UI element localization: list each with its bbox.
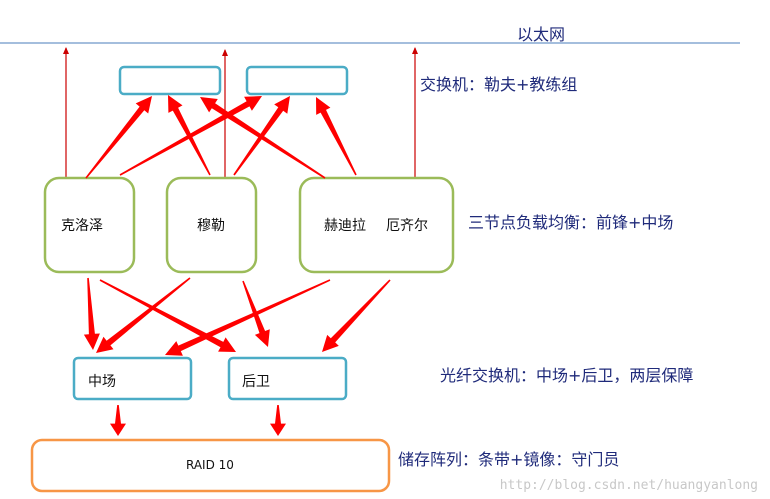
arrow-node3-to-fc1 — [165, 279, 331, 356]
watermark: http://blog.csdn.net/huangyanlong — [499, 478, 758, 493]
arrow-node3-to-switch2 — [316, 97, 357, 176]
server-node-1 — [43, 176, 136, 274]
arrow-node3-to-fc2 — [322, 279, 391, 352]
fc2-label: 后卫 — [242, 374, 270, 390]
label-node-layer: 三节点负载均衡：前锋+中场 — [468, 213, 674, 232]
server-node-2 — [165, 176, 258, 274]
fc-switch-box-1 — [72, 356, 193, 401]
node1-label: 克洛泽 — [61, 218, 103, 234]
arrow-node2-to-switch1 — [168, 95, 211, 176]
label-fiber-layer: 光纤交换机：中场+后卫，两层保障 — [440, 366, 694, 385]
node3a-label: 赫迪拉 — [324, 218, 366, 234]
fc1-label: 中场 — [88, 374, 116, 390]
arrow-fc2-to-storage — [270, 405, 286, 436]
arrow-node1-to-fc2 — [99, 279, 236, 352]
storage-label: RAID 10 — [186, 458, 234, 472]
switch-box-1 — [118, 65, 222, 96]
label-storage-layer: 储存阵列：条带+镜像：守门员 — [398, 450, 620, 469]
label-ethernet: 以太网 — [517, 25, 566, 44]
node2-label: 穆勒 — [197, 218, 225, 234]
fc-switch-box-2 — [227, 356, 348, 401]
node3b-label: 厄齐尔 — [386, 218, 428, 234]
arrow-node2-to-fc1 — [96, 277, 191, 353]
arrow-node3-to-switch1 — [200, 97, 326, 179]
arrow-fc1-to-storage — [110, 405, 126, 436]
connection-arrows — [83, 95, 391, 436]
switch-box-2 — [245, 65, 349, 96]
arrow-node1-to-switch1 — [85, 96, 152, 179]
storage-box — [30, 438, 391, 493]
label-switch-layer: 交换机：勒夫+教练组 — [420, 75, 578, 94]
arrow-node1-to-fc1 — [83, 277, 100, 350]
server-node-3 — [298, 176, 455, 274]
